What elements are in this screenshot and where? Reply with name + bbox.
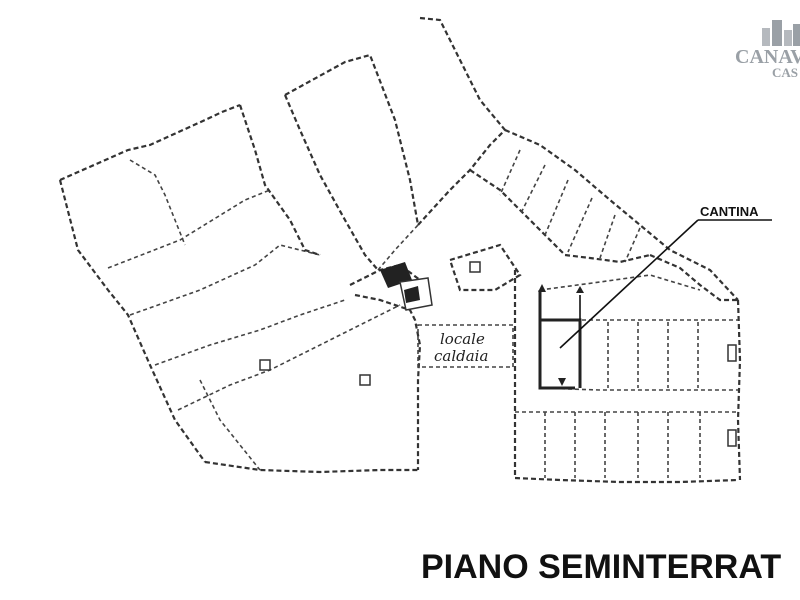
cantina-unit [538, 284, 584, 390]
column-marker [469, 261, 481, 273]
callout-leader-line [559, 219, 699, 349]
boiler-room-label-line1: locale [440, 330, 485, 348]
logo-text-sub: CAS [772, 65, 798, 80]
logo-text-main: CANAV [735, 46, 800, 68]
upper-middle-walls [283, 16, 506, 271]
right-lower-walls [513, 253, 742, 484]
cantina-callout: CANTINA [559, 204, 772, 349]
boiler-room: locale caldaia [417, 324, 514, 368]
column-marker [259, 359, 271, 371]
window-marker [727, 429, 737, 447]
building-icon [762, 20, 800, 46]
agency-logo: CANAV CAS [735, 20, 800, 80]
boiler-room-label-line2: caldaia [434, 347, 488, 365]
plan-title: PIANO SEMINTERRAT [421, 548, 781, 586]
left-wing-walls [58, 103, 401, 463]
right-upper-walls [469, 128, 739, 301]
stair-block [380, 262, 433, 311]
cantina-label: CANTINA [700, 204, 759, 219]
window-marker [727, 344, 737, 362]
column-marker [359, 374, 371, 386]
